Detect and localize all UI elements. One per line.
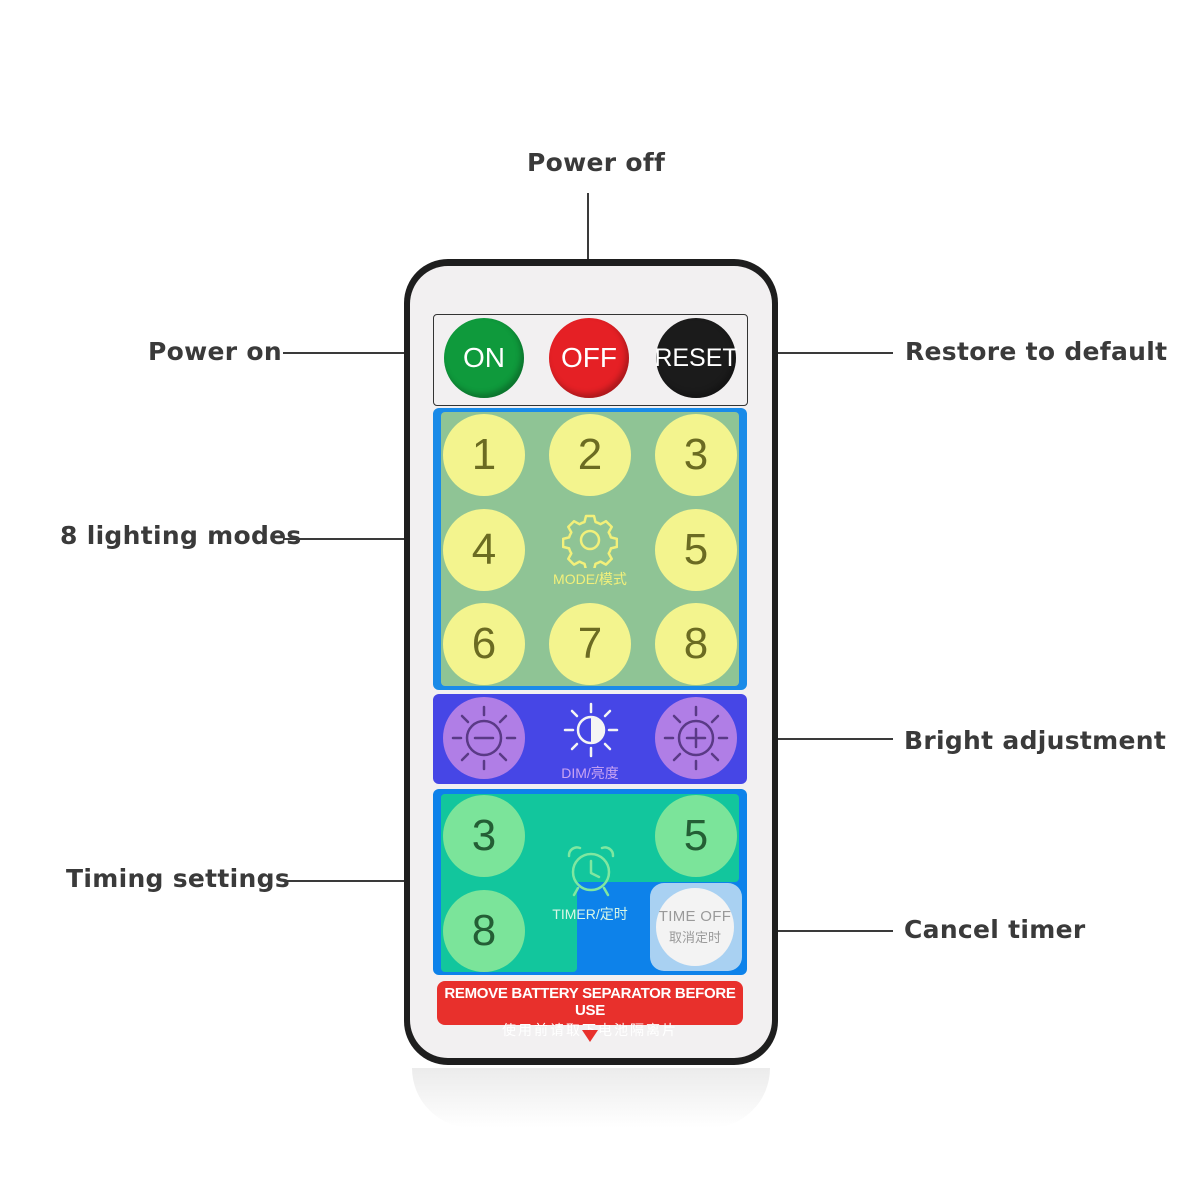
- brightness-down-button[interactable]: [443, 697, 525, 779]
- timer-button-8[interactable]: 8: [443, 890, 525, 972]
- mode-button-2[interactable]: 2: [549, 414, 631, 496]
- timer-label: TIMER/定时: [552, 906, 628, 922]
- remote-reflection: [412, 1068, 770, 1128]
- off-button-label: OFF: [561, 342, 617, 373]
- timer-button-3[interactable]: 3: [443, 795, 525, 877]
- callout-restore-default: Restore to default: [905, 337, 1168, 366]
- power-button-group: [433, 314, 748, 406]
- time-off-button[interactable]: TIME OFF 取消定时: [656, 888, 734, 966]
- mode-button-7[interactable]: 7: [549, 603, 631, 685]
- mode-button-8[interactable]: 8: [655, 603, 737, 685]
- callout-power-off: Power off: [527, 148, 666, 177]
- reset-button[interactable]: RESET: [654, 318, 738, 398]
- mode-button-1[interactable]: 1: [443, 414, 525, 496]
- mode-label: MODE/模式: [553, 571, 627, 587]
- mode-button-3[interactable]: 3: [655, 414, 737, 496]
- leader-line-restore: [735, 352, 893, 354]
- on-button[interactable]: ON: [444, 318, 524, 398]
- callout-timing-settings: Timing settings: [66, 864, 291, 893]
- brightness-down-icon: [451, 705, 517, 771]
- mode-button-4[interactable]: 4: [443, 509, 525, 591]
- callout-cancel-timer: Cancel timer: [904, 915, 1086, 944]
- alarm-clock-icon: [567, 846, 615, 897]
- mode-button-6[interactable]: 6: [443, 603, 525, 685]
- mode-button-5[interactable]: 5: [655, 509, 737, 591]
- leader-line-cancel-timer: [733, 930, 893, 932]
- leader-line-bright: [735, 738, 893, 740]
- callout-lighting-modes: 8 lighting modes: [60, 521, 302, 550]
- time-off-label-cn: 取消定时: [668, 930, 721, 945]
- brightness-up-button[interactable]: [655, 697, 737, 779]
- callout-bright-adjustment: Bright adjustment: [904, 726, 1167, 755]
- brightness-icon: [563, 702, 619, 758]
- dim-label: DIM/亮度: [561, 765, 619, 781]
- timer-button-5[interactable]: 5: [655, 795, 737, 877]
- leader-line-timing: [283, 880, 443, 882]
- battery-warning-strip: REMOVE BATTERY SEPARATOR BEFORE USE 使用前请…: [437, 981, 743, 1038]
- off-button[interactable]: OFF: [549, 318, 629, 398]
- pull-tab-arrow-icon: [582, 1030, 598, 1042]
- leader-line-power-on: [283, 352, 445, 354]
- on-button-label: ON: [463, 342, 505, 373]
- leader-line-lighting-modes: [283, 538, 443, 540]
- time-off-label: TIME OFF: [658, 908, 732, 925]
- gear-icon: [562, 514, 618, 568]
- reset-button-label: RESET: [654, 343, 738, 372]
- battery-warning-text: REMOVE BATTERY SEPARATOR BEFORE USE: [444, 985, 736, 1019]
- callout-power-on: Power on: [148, 337, 282, 366]
- brightness-up-icon: [663, 705, 729, 771]
